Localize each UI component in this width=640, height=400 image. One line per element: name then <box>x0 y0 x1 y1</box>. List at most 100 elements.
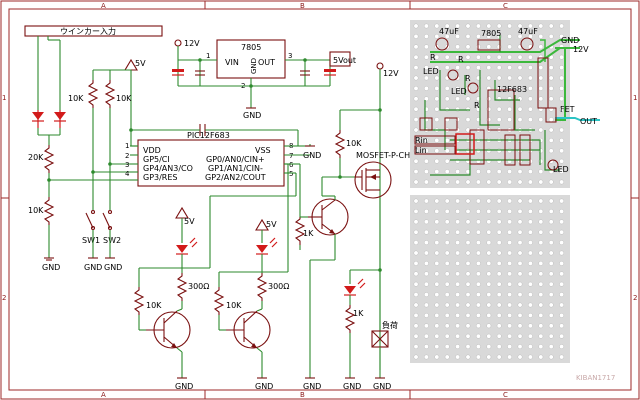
diode-left <box>32 110 44 128</box>
pcb-hole <box>423 179 429 185</box>
pcb-hole <box>559 208 565 214</box>
pcb-hole <box>517 302 523 308</box>
pcb-hole <box>465 333 471 339</box>
pcb-hole <box>434 219 440 225</box>
pcb-hole <box>538 198 544 204</box>
pcb-hole <box>444 302 450 308</box>
pcb-hole <box>423 198 429 204</box>
pcb-hole <box>413 354 419 360</box>
pcb-hole <box>559 33 565 39</box>
pcb-hole <box>538 281 544 287</box>
pcb-hole <box>413 219 419 225</box>
pcb-hole <box>527 354 533 360</box>
pcb-hole <box>538 271 544 277</box>
pcb-hole <box>507 219 513 225</box>
pcb-hole <box>538 312 544 318</box>
pcb-hole <box>507 229 513 235</box>
switch-sw1-label: SW1 <box>82 236 100 245</box>
pcb-hole <box>423 65 429 71</box>
pcb-hole <box>527 117 533 123</box>
regulator-input-cap-small <box>195 70 205 76</box>
pcb-hole <box>538 179 544 185</box>
junction-dot <box>198 58 202 62</box>
pcb-hole <box>486 106 492 112</box>
row-label-1-left: 1 <box>2 94 6 102</box>
pcb-hole <box>475 312 481 318</box>
pcb-hole <box>455 106 461 112</box>
pcb-hole <box>517 281 523 287</box>
pic-pin-vss: VSS <box>255 146 271 155</box>
pcb-hole <box>486 271 492 277</box>
pcb-hole <box>486 240 492 246</box>
pcb-hole <box>486 198 492 204</box>
pcb-hole <box>455 169 461 175</box>
pcb-hole <box>486 302 492 308</box>
diode-right <box>54 110 66 128</box>
pcb-hole <box>527 250 533 256</box>
input-connector <box>24 25 163 37</box>
pcb-hole <box>527 292 533 298</box>
npn-transistor-2 <box>226 310 271 349</box>
pcb-hole <box>538 44 544 50</box>
resistor-20k <box>43 145 55 173</box>
pcb-hole <box>444 354 450 360</box>
pcb-hole <box>548 198 554 204</box>
pcb-hole <box>444 158 450 164</box>
pcb-hole <box>434 179 440 185</box>
pcb-hole <box>517 333 523 339</box>
pcb-hole <box>475 179 481 185</box>
pcb-hole <box>527 260 533 266</box>
pcb-hole <box>475 33 481 39</box>
pcb-hole <box>455 208 461 214</box>
gnd-label-9: GND <box>175 382 193 391</box>
pcb-hole <box>517 106 523 112</box>
pcb-r-label-4: R <box>474 101 480 110</box>
wire <box>176 308 183 312</box>
pcb-hole <box>465 179 471 185</box>
pcb-hole <box>517 240 523 246</box>
pcb-hole <box>496 312 502 318</box>
pcb-hole <box>517 23 523 29</box>
resistor-300-2-label: 300Ω <box>268 282 289 291</box>
pic-pin-num-5: 5 <box>289 170 293 178</box>
regulator-name: 7805 <box>241 43 261 52</box>
pcb-hole <box>444 65 450 71</box>
pcb-hole <box>538 292 544 298</box>
pcb-hole <box>507 260 513 266</box>
pic-pin-num-6: 6 <box>289 161 294 169</box>
out-5v-connector <box>329 51 351 67</box>
pcb-hole <box>465 250 471 256</box>
pcb-hole <box>475 281 481 287</box>
pic-pin-gp3: GP3/RES <box>143 173 178 182</box>
pcb-hole <box>444 148 450 154</box>
pcb-hole <box>444 344 450 350</box>
pcb-hole <box>455 323 461 329</box>
pcb-hole <box>434 148 440 154</box>
pcb-hole <box>496 229 502 235</box>
gnd-label-4: GND <box>303 151 321 160</box>
pcb-hole <box>548 302 554 308</box>
pcb-hole <box>423 302 429 308</box>
led-2 <box>256 237 278 255</box>
pcb-hole <box>486 96 492 102</box>
pcb-hole <box>496 44 502 50</box>
pic-pin-num-4: 4 <box>125 170 130 178</box>
pcb-hole <box>527 179 533 185</box>
pcb-hole <box>496 208 502 214</box>
pcb-hole <box>517 323 523 329</box>
pcb-hole <box>444 23 450 29</box>
pcb-hole <box>465 312 471 318</box>
pcb-hole <box>465 260 471 266</box>
pcb-hole <box>548 344 554 350</box>
pcb-hole <box>423 96 429 102</box>
pcb-hole <box>413 169 419 175</box>
pcb-hole <box>475 148 481 154</box>
pcb-hole <box>507 302 513 308</box>
pcb-hole <box>434 85 440 91</box>
pcb-hole <box>465 23 471 29</box>
pcb-hole <box>444 260 450 266</box>
pcb-hole <box>455 271 461 277</box>
pic-pin-num-3: 3 <box>125 161 129 169</box>
pcb-hole <box>548 85 554 91</box>
pcb-hole <box>413 75 419 81</box>
